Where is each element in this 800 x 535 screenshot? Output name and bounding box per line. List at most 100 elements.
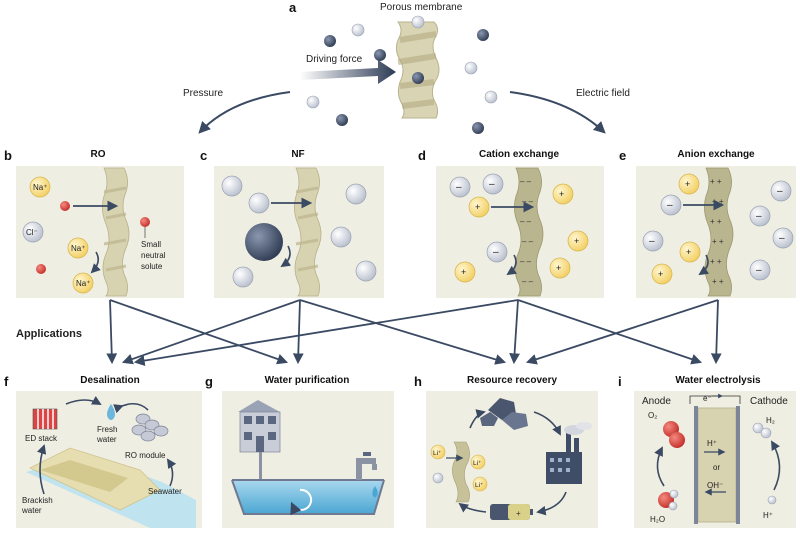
- panel-h-letter: h: [414, 374, 422, 389]
- ion-light: [232, 266, 254, 288]
- svg-text:–: –: [667, 200, 673, 211]
- panel-g: g Water purification: [205, 374, 394, 528]
- cycle-arrow: [65, 396, 102, 405]
- li-ion: [472, 476, 488, 492]
- membrane-c: [294, 167, 322, 297]
- panel-c: c NF: [200, 148, 384, 298]
- hydrogen-atom: [669, 489, 679, 499]
- ion-light: [248, 192, 270, 214]
- h-plus-bottom-label: H⁺: [763, 511, 773, 520]
- hydrogen-atom: [752, 422, 764, 434]
- tap-icon: [356, 452, 377, 480]
- membrane-d: – – – – – – – – – – – –: [514, 167, 544, 297]
- hydrogen-atom: [767, 495, 777, 505]
- cathode-label: Cathode: [750, 396, 788, 407]
- cation: [552, 183, 574, 205]
- panel-a: a Porous membrane Driving force: [183, 0, 630, 134]
- cycle-arrow: [166, 458, 177, 487]
- cycle-arrow: [533, 411, 561, 436]
- o2-label: O₂: [648, 411, 657, 420]
- h-plus-label: H⁺: [707, 439, 717, 448]
- ion-light: [345, 183, 367, 205]
- cycle-arrow: [469, 409, 486, 429]
- recycle-icon: [290, 488, 313, 516]
- cation: [679, 241, 701, 263]
- reject-arrow: [280, 245, 292, 268]
- svg-text:–: –: [493, 247, 499, 258]
- land-shade: [40, 460, 128, 492]
- anion: [772, 227, 794, 249]
- cycle-arrow: [458, 502, 487, 513]
- ion-light: [411, 15, 425, 29]
- panel-a-letter: a: [289, 0, 297, 15]
- electron-label: e⁻: [703, 394, 712, 403]
- cation: [549, 257, 571, 279]
- h2-label: H₂: [766, 416, 775, 425]
- panel-i-title: Water electrolysis: [675, 375, 761, 386]
- battery-icon: +: [490, 504, 533, 520]
- hydrogen-atom: [760, 427, 772, 439]
- application-arrows: [106, 299, 722, 366]
- panel-c-letter: c: [200, 148, 207, 163]
- svg-text:+ +: + +: [712, 277, 724, 286]
- membrane-i: [697, 407, 737, 523]
- svg-text:–: –: [489, 179, 495, 190]
- panel-g-title: Water purification: [265, 375, 350, 386]
- neutral-solute: [60, 201, 70, 211]
- li-label: Li⁺: [473, 460, 482, 467]
- electric-field-arrow: [509, 91, 606, 134]
- anion: [642, 230, 664, 252]
- svg-text:–: –: [779, 233, 785, 244]
- pressure-label: Pressure: [183, 88, 223, 99]
- panel-d-title: Cation exchange: [479, 149, 559, 160]
- ion-dark: [374, 49, 386, 61]
- oxygen-atom: [669, 432, 685, 448]
- reject-arrow: [90, 251, 101, 274]
- svg-text:– –: – –: [522, 277, 534, 286]
- li-ion: [430, 444, 446, 460]
- svg-text:+ +: + +: [710, 257, 722, 266]
- svg-text:+: +: [574, 236, 579, 246]
- panel-d: d Cation exchange – – – – – – – – – – – …: [418, 148, 604, 298]
- ion-light: [221, 175, 243, 197]
- anode-label: Anode: [642, 396, 671, 407]
- svg-text:+: +: [686, 247, 691, 257]
- na-ion: [72, 272, 94, 294]
- svg-text:–: –: [756, 265, 762, 276]
- panel-h-title: Resource recovery: [467, 375, 557, 386]
- cycle-arrow: [536, 491, 567, 516]
- cycle-arrow: [37, 444, 47, 495]
- na-label: Na⁺: [33, 183, 47, 192]
- li-label: Li⁺: [475, 482, 484, 489]
- solute-label-3: solute: [141, 262, 163, 271]
- panel-g-letter: g: [205, 374, 213, 389]
- brackish-label-2: water: [21, 506, 42, 515]
- factory-icon: [546, 422, 592, 484]
- svg-text:+: +: [658, 269, 663, 279]
- anion: [749, 205, 771, 227]
- ion-large-dark: [245, 223, 283, 261]
- ion-light: [355, 260, 377, 282]
- panel-i: i Water electrolysis Anode Cathode e⁻ H⁺…: [618, 374, 796, 528]
- reservoir: [231, 479, 385, 515]
- brackish-label-1: Brackish: [22, 496, 53, 505]
- svg-text:–: –: [777, 186, 783, 197]
- applications-label: Applications: [16, 328, 82, 340]
- panel-h: h Resource recovery +: [414, 374, 598, 528]
- ion-light: [330, 226, 352, 248]
- water-drop-icon: [107, 404, 115, 420]
- fresh-water-label-1: Fresh: [97, 425, 117, 434]
- cycle-arrow: [771, 440, 781, 491]
- cl-ion: [22, 221, 44, 243]
- anion: [482, 173, 504, 195]
- li-ion: [470, 454, 486, 470]
- na-label: Na⁺: [76, 279, 90, 288]
- ro-module-label: RO module: [125, 451, 166, 460]
- ion-dark: [472, 122, 484, 134]
- cycle-arrow: [113, 402, 149, 414]
- svg-text:– –: – –: [520, 177, 532, 186]
- cation: [454, 261, 476, 283]
- panel-e-title: Anion exchange: [677, 149, 755, 160]
- anion: [449, 176, 471, 198]
